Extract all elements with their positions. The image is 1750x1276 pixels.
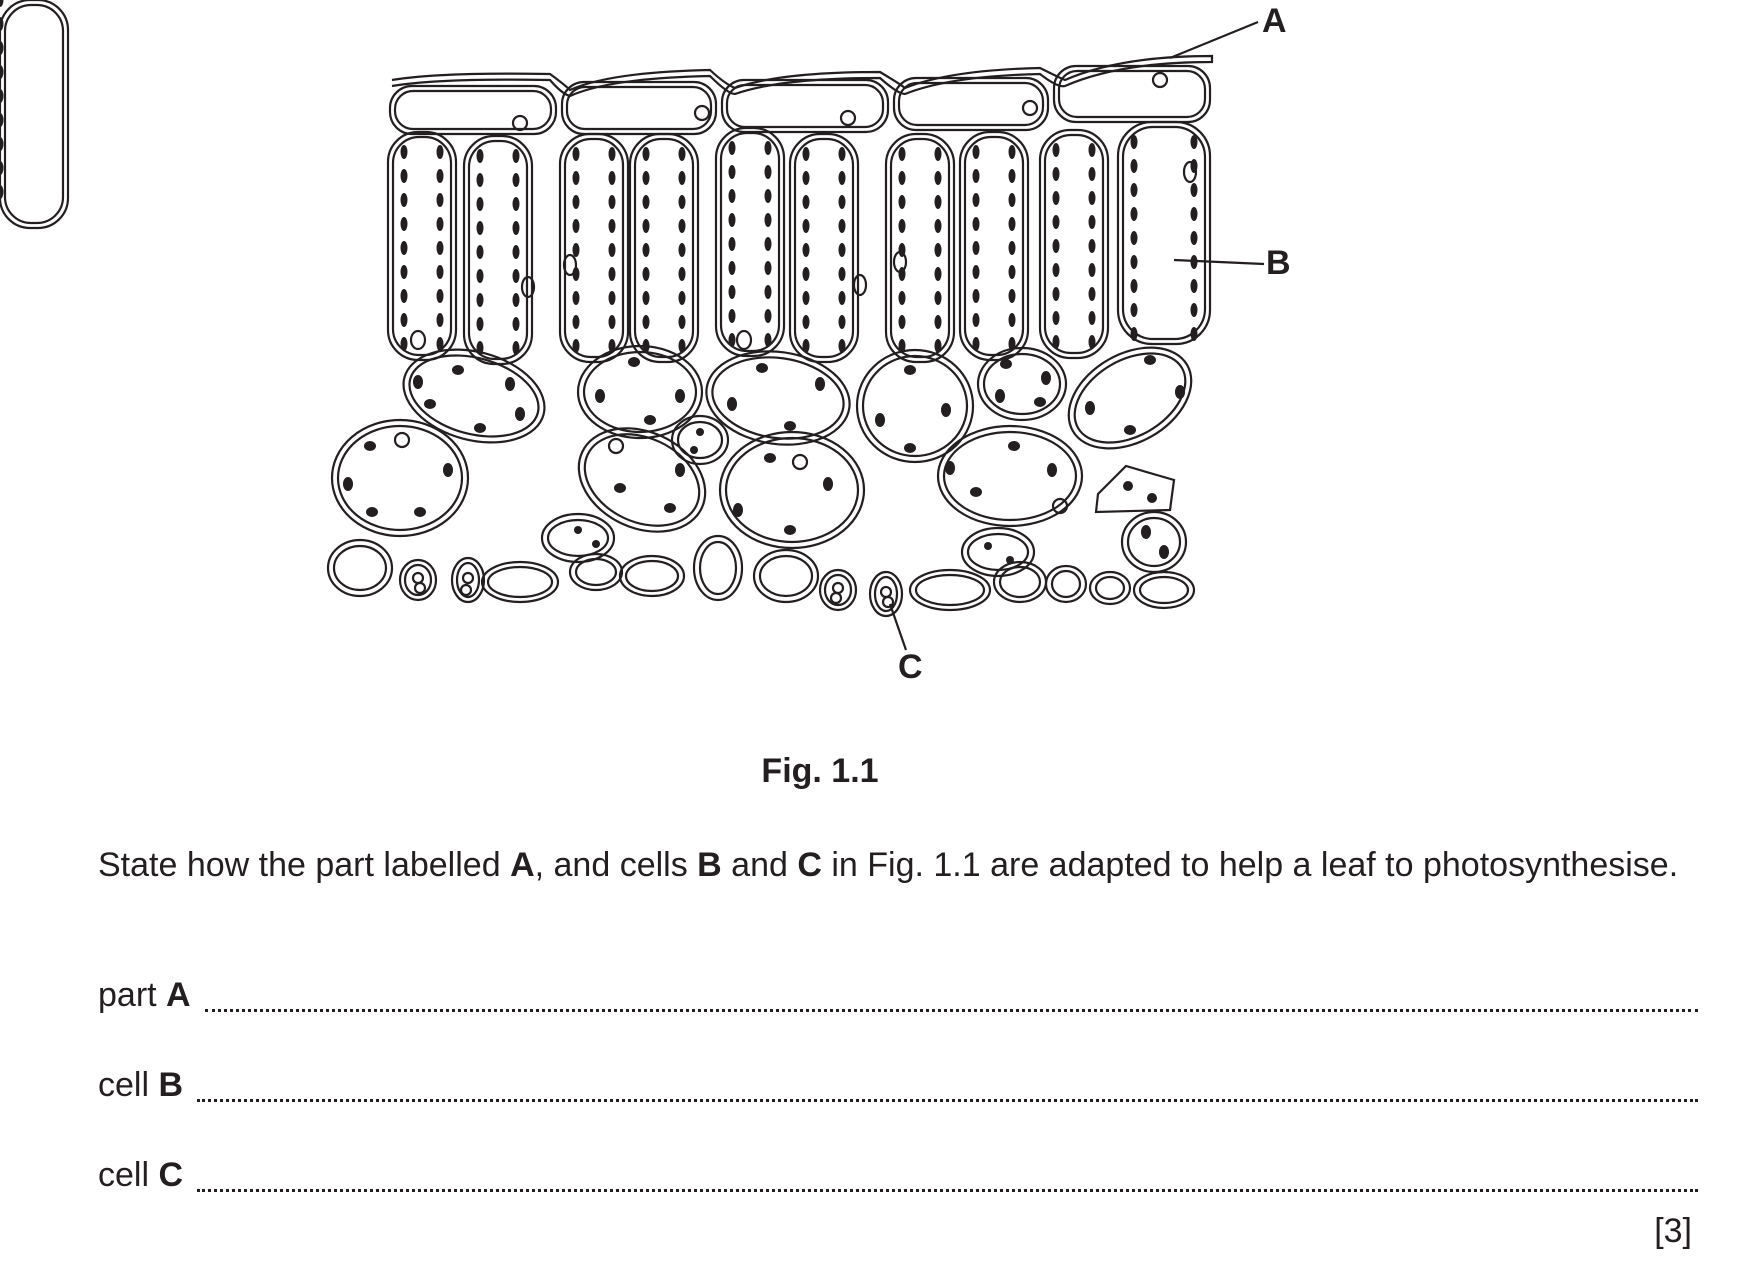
answer-line-cell-b[interactable]: cell B: [98, 1066, 1698, 1110]
answer-field-cell-b[interactable]: [197, 1069, 1698, 1102]
cuticle-layer: [391, 54, 1214, 98]
question-text-part: in Fig. 1.1 are adapted to help a leaf t…: [821, 846, 1679, 884]
answer-label: part A: [98, 976, 191, 1014]
label-b: B: [1266, 244, 1291, 282]
leaf-cross-section-diagram: [0, 0, 1265, 651]
question-text-bold-a: A: [510, 846, 535, 884]
palisade-layer: [0, 0, 1212, 366]
answer-field-cell-c[interactable]: [197, 1159, 1698, 1192]
question-text-bold-c: C: [797, 846, 822, 884]
answer-line-cell-c[interactable]: cell C: [98, 1156, 1698, 1200]
answer-line-part-a[interactable]: part A: [98, 976, 1698, 1020]
question-text-bold-b: B: [697, 846, 722, 884]
leader-line-b: [1173, 258, 1265, 266]
label-c: C: [898, 648, 923, 686]
marks-allocation: [3]: [1654, 1212, 1692, 1250]
question-text-part: and: [721, 846, 798, 884]
figure-caption: Fig. 1.1: [761, 752, 879, 790]
question-text: State how the part labelled A, and cells…: [98, 842, 1698, 889]
leader-line-c: [888, 603, 908, 651]
answer-label: cell B: [98, 1066, 184, 1104]
answer-label: cell C: [98, 1156, 184, 1194]
question-text-part: , and cells: [534, 846, 698, 884]
question-text-part: State how the part labelled: [98, 846, 511, 884]
leaf-section-figure: A B C: [0, 0, 1291, 686]
spongy-mesophyll: [330, 344, 1193, 578]
upper-epidermis: [388, 64, 1212, 136]
answer-field-part-a[interactable]: [204, 979, 1698, 1012]
lower-epidermis: [326, 534, 1196, 618]
leader-line-a: [1169, 20, 1259, 60]
label-a: A: [1262, 2, 1287, 40]
